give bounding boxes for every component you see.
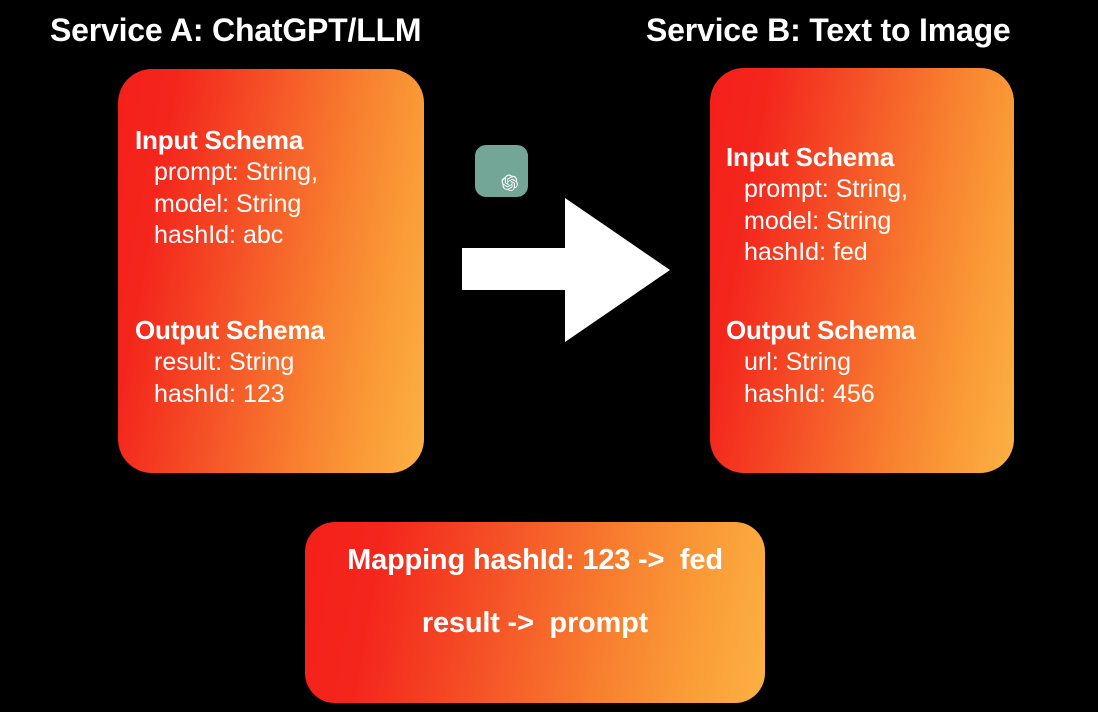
service-b-output-schema: Output Schema url: String hashId: 456 (710, 315, 1014, 410)
mapping-line-result: result -> prompt (421, 607, 649, 639)
openai-logo-icon (475, 145, 528, 197)
schema-field: hashId: abc (154, 221, 284, 250)
schema-field: model: String (744, 206, 892, 235)
schema-field: prompt: String, (744, 175, 908, 204)
schema-field: model: String (154, 189, 302, 218)
schema-field: hashId: fed (744, 238, 868, 267)
schema-field-list: prompt: String, model: String hashId: ab… (118, 157, 424, 252)
schema-field-list: prompt: String, model: String hashId: fe… (710, 174, 1014, 269)
schema-field: url: String (744, 348, 851, 377)
schema-field: prompt: String, (154, 158, 318, 187)
service-a-output-schema: Output Schema result: String hashId: 123 (118, 315, 424, 410)
schema-heading: Output Schema (135, 315, 325, 345)
schema-field: result: String (154, 348, 295, 377)
service-b-title: Service B: Text to Image (646, 12, 1011, 48)
schema-field: hashId: 123 (154, 379, 285, 408)
mapping-line-hashid: Mapping hashId: 123 -> fed (347, 544, 723, 576)
service-b-input-schema: Input Schema prompt: String, model: Stri… (710, 142, 1014, 269)
service-a-input-schema: Input Schema prompt: String, model: Stri… (118, 125, 424, 252)
schema-heading: Input Schema (135, 125, 304, 155)
schema-field-list: url: String hashId: 456 (710, 347, 1014, 410)
schema-heading: Input Schema (726, 142, 895, 172)
right-arrow-icon (460, 196, 672, 344)
schema-heading: Output Schema (726, 315, 916, 345)
mapping-card: Mapping hashId: 123 -> fed result -> pro… (305, 522, 765, 703)
schema-field-list: result: String hashId: 123 (118, 347, 424, 410)
service-b-card: Input Schema prompt: String, model: Stri… (710, 68, 1014, 473)
schema-field: hashId: 456 (744, 379, 875, 408)
service-a-card: Input Schema prompt: String, model: Stri… (118, 69, 528, 473)
service-a-title: Service A: ChatGPT/LLM (50, 12, 422, 48)
